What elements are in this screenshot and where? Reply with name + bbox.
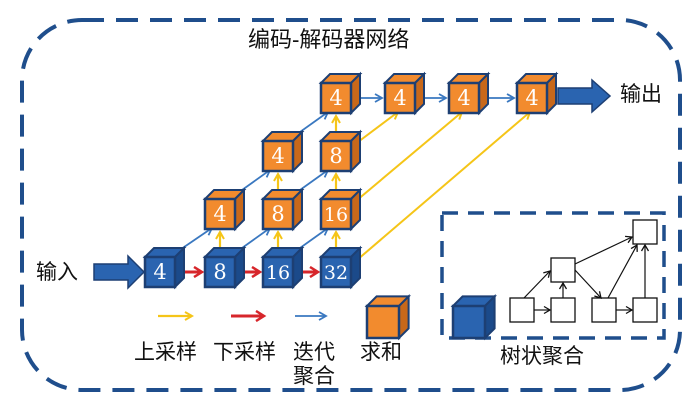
encoder-cube: 8 xyxy=(202,245,247,290)
tree-edge xyxy=(523,270,551,299)
output-cube-value: 4 xyxy=(525,86,538,110)
input-label: 输入 xyxy=(36,260,78,284)
decoder-cube: 4 xyxy=(318,71,363,116)
output-cube: 4 xyxy=(446,71,491,116)
upsample-arrow xyxy=(349,112,462,207)
encoder-cube-value: 16 xyxy=(266,262,290,284)
tree-encoder-cube xyxy=(450,293,498,341)
tree-aggregation-frame xyxy=(440,211,666,340)
output-cube-value: 4 xyxy=(393,86,406,110)
decoder-cube: 8 xyxy=(318,129,363,174)
output-arrow xyxy=(557,78,612,114)
decoder-cube-value: 16 xyxy=(324,204,348,226)
input-arrow xyxy=(93,254,146,290)
encoder-cube-value: 8 xyxy=(213,260,226,284)
decoder-cube: 4 xyxy=(260,129,305,174)
tree-node xyxy=(591,297,617,323)
output-cube: 4 xyxy=(514,71,559,116)
decoder-cube-value: 4 xyxy=(271,144,284,168)
tree-edge xyxy=(574,269,602,299)
tree-node xyxy=(550,257,576,283)
encoder-cube-value: 32 xyxy=(324,262,348,284)
legend-downsample-label: 下采样 xyxy=(213,340,276,364)
encoder-cube: 4 xyxy=(142,245,187,290)
tree-node xyxy=(550,297,576,323)
encoder-cube: 32 xyxy=(318,245,363,290)
decoder-cube-value: 4 xyxy=(213,202,226,226)
legend-iterative-label-2: 聚合 xyxy=(293,364,335,388)
decoder-cube-value: 4 xyxy=(329,86,342,110)
legend-sum-cube xyxy=(364,293,412,341)
tree-node xyxy=(632,219,658,245)
output-label: 输出 xyxy=(620,82,662,106)
encoder-cube-value: 4 xyxy=(153,260,166,284)
tree-node xyxy=(632,297,658,323)
decoder-cube: 16 xyxy=(318,187,363,232)
encoder-decoder-frame xyxy=(20,18,682,392)
decoder-cube: 4 xyxy=(202,187,247,232)
encoder-cube: 16 xyxy=(260,245,305,290)
output-cube-value: 4 xyxy=(457,86,470,110)
legend-sum-label: 求和 xyxy=(360,340,402,364)
diagram-title: 编码-解码器网络 xyxy=(248,28,410,53)
decoder-cube-value: 8 xyxy=(271,202,284,226)
tree-aggregation-label: 树状聚合 xyxy=(500,344,584,368)
tree-edge xyxy=(607,243,638,299)
legend-upsample-label: 上采样 xyxy=(134,340,197,364)
tree-node xyxy=(509,297,535,323)
legend-iterative-label-1: 迭代 xyxy=(293,340,335,364)
decoder-cube-value: 8 xyxy=(329,144,342,168)
decoder-cube: 8 xyxy=(260,187,305,232)
upsample-arrow xyxy=(349,112,530,267)
tree-edge xyxy=(574,235,634,265)
output-cube: 4 xyxy=(382,71,427,116)
